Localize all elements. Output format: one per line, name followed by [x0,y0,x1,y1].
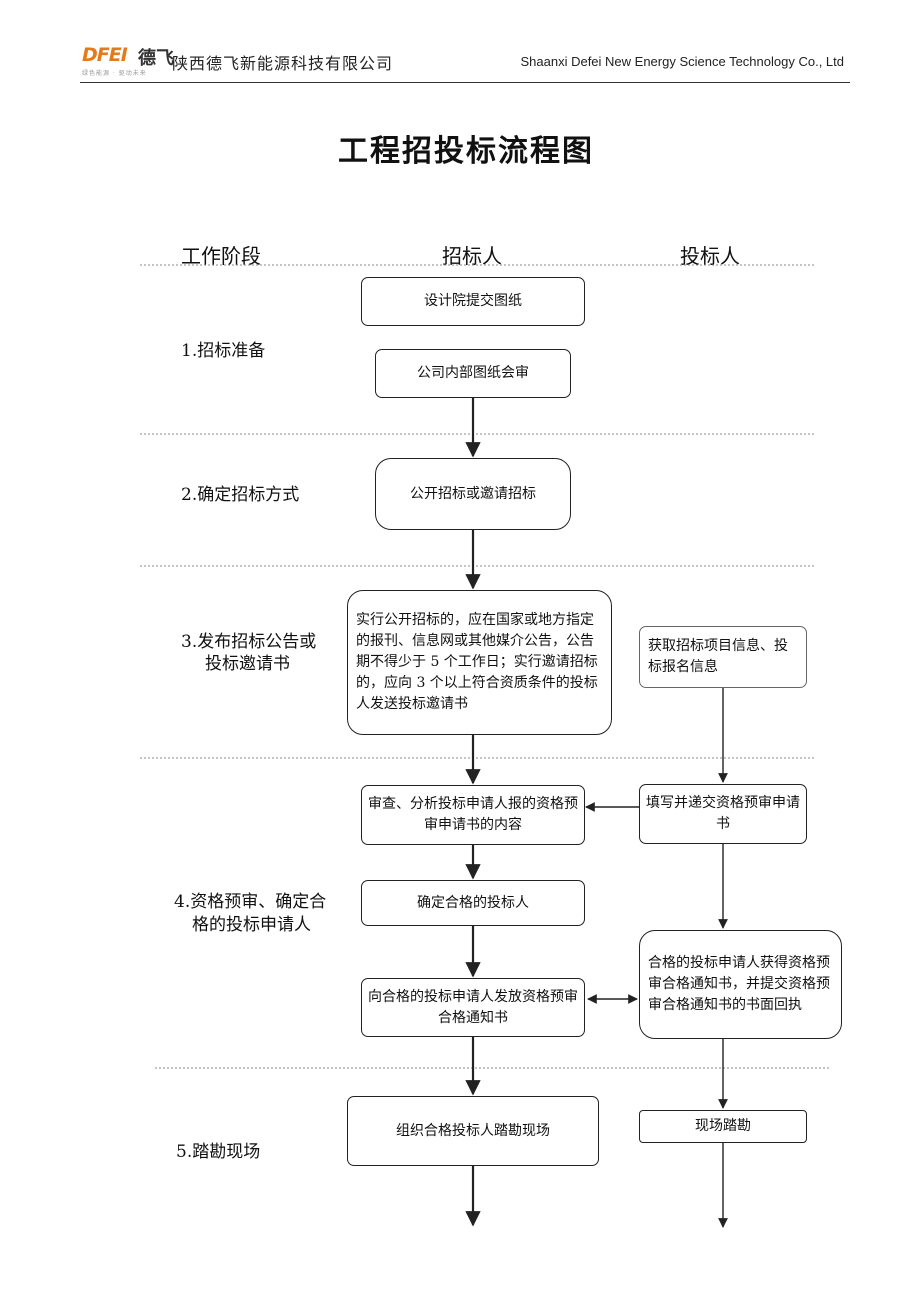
step-organize-site-survey: 组织合格投标人踏勘现场 [347,1096,599,1166]
step-internal-drawing-review: 公司内部图纸会审 [375,349,571,398]
step-obtain-tender-info: 获取招标项目信息、投标报名信息 [639,626,807,688]
stage-label-prequal-l2: 格的投标申请人 [192,915,311,935]
column-heading-bidder: 投标人 [680,244,740,268]
stage-label-announcement: 3.发布招标公告或投标邀请书 [181,631,316,675]
step-confirm-qualified-bidders: 确定合格的投标人 [361,880,585,926]
column-heading-stage: 工作阶段 [181,244,261,268]
company-logo-han: 德飞 [138,48,174,69]
stage-label-announcement-l1: 3.发布招标公告或 [181,632,317,652]
stage-dividers [140,264,830,1069]
step-submit-prequal-application: 填写并递交资格预审申请书 [639,784,807,844]
stage-label-prequal-l1: 4.资格预审、确定合 [174,892,327,912]
page-title: 工程招投标流程图 [338,134,594,169]
stage-label-preparation: 1.招标准备 [181,341,266,361]
step-receive-qualification-notice: 合格的投标申请人获得资格预审合格通知书，并提交资格预审合格通知书的书面回执 [639,930,842,1039]
stage-label-prequalification: 4.资格预审、确定合格的投标申请人 [174,891,326,937]
step-issue-qualification-notice: 向合格的投标申请人发放资格预审合格通知书 [361,978,585,1037]
header-divider [80,82,850,83]
column-heading-tenderer: 招标人 [442,244,502,268]
step-publish-announcement: 实行公开招标的，应在国家或地方指定的报刊、信息网或其他媒介公告，公告期不得少于 … [347,590,612,735]
step-site-survey: 现场踏勘 [639,1110,807,1143]
stage-label-announcement-l2: 投标邀请书 [205,654,290,674]
stage-label-site-survey: 5.踏勘现场 [176,1142,261,1162]
company-logo: DFEI [82,44,128,66]
step-design-submit-drawings: 设计院提交图纸 [361,277,585,326]
company-name-cn: 陕西德飞新能源科技有限公司 [172,54,394,73]
step-tender-method: 公开招标或邀请招标 [375,458,571,530]
company-name-en: Shaanxi Defei New Energy Science Technol… [520,54,844,69]
page-header: DFEI 德飞 绿色能源 · 驱动未来 陕西德飞新能源科技有限公司 Shaanx… [0,0,920,90]
step-examine-applications: 审查、分析投标申请人报的资格预审申请书的内容 [361,785,585,845]
company-logo-slogan: 绿色能源 · 驱动未来 [82,70,147,77]
stage-label-method: 2.确定招标方式 [181,485,300,505]
